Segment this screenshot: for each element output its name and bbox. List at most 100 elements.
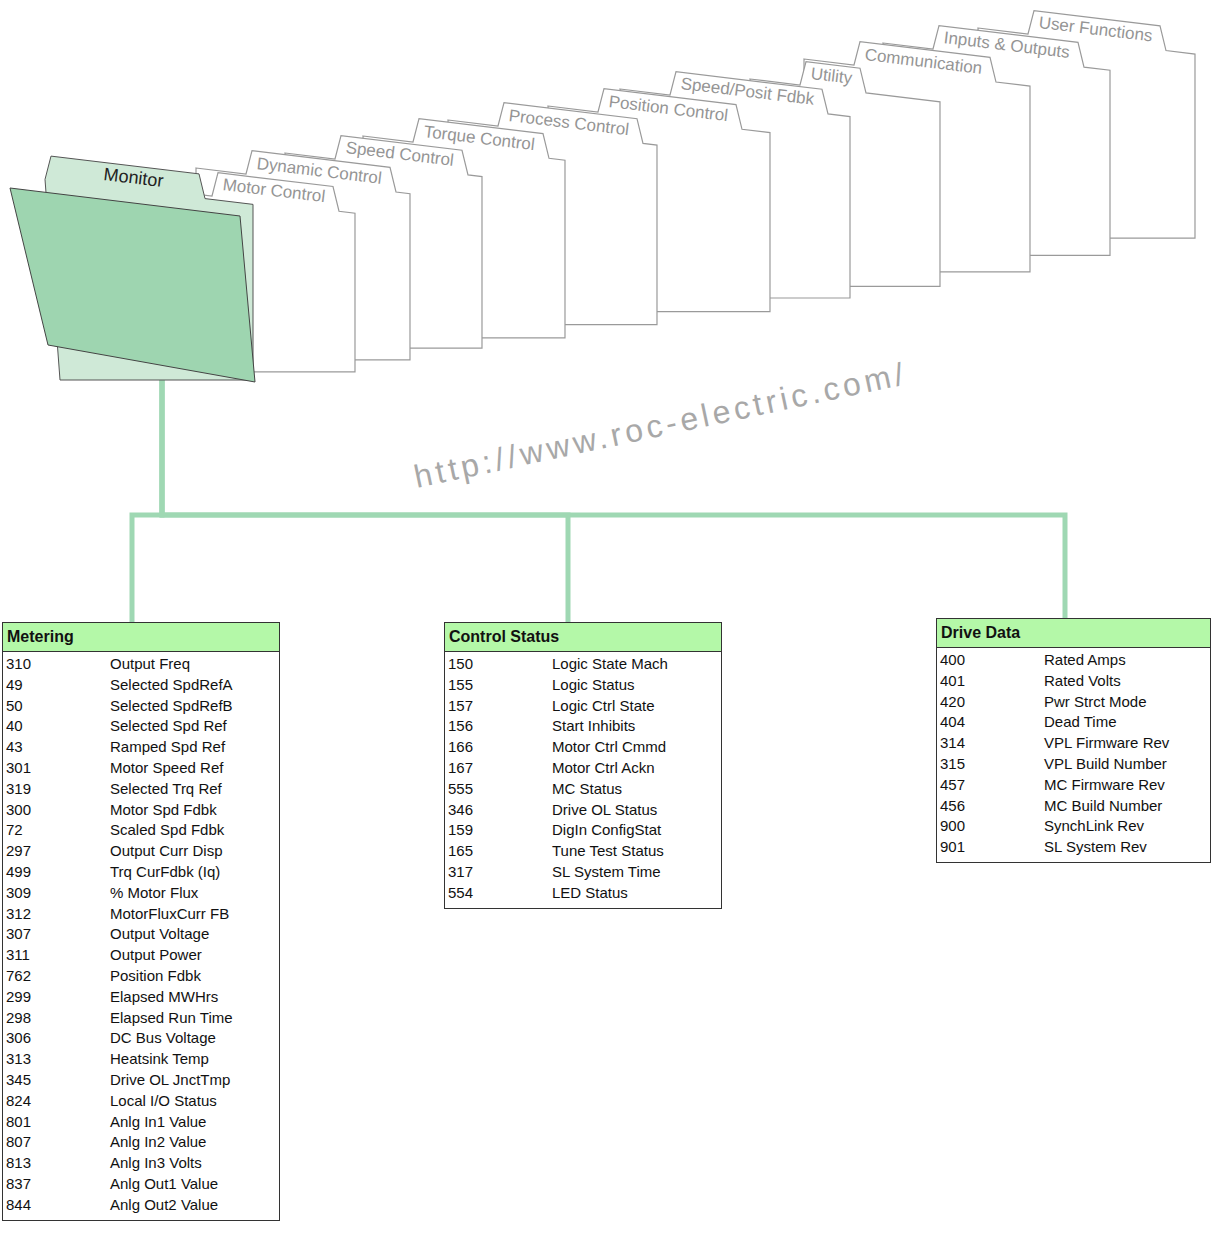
parameter-name: Anlg In2 Value: [110, 1132, 279, 1153]
parameter-number: 554: [448, 883, 552, 904]
parameter-name: Rated Amps: [1044, 650, 1210, 671]
parameter-number: 167: [448, 758, 552, 779]
parameter-number: 157: [448, 696, 552, 717]
parameter-number: 43: [6, 737, 110, 758]
parameter-name: VPL Build Number: [1044, 754, 1210, 775]
parameter-number: 166: [448, 737, 552, 758]
parameter-name: Position Fdbk: [110, 966, 279, 987]
parameter-number: 813: [6, 1153, 110, 1174]
parameter-number: 307: [6, 924, 110, 945]
parameter-name: Anlg In1 Value: [110, 1112, 279, 1133]
parameter-name: Drive OL Status: [552, 800, 721, 821]
parameter-table: Drive Data400Rated Amps401Rated Volts420…: [936, 618, 1211, 863]
parameter-number: 150: [448, 654, 552, 675]
parameter-number: 301: [6, 758, 110, 779]
table-rows: 400Rated Amps401Rated Volts420Pwr Strct …: [937, 648, 1210, 862]
parameter-number: 801: [6, 1112, 110, 1133]
parameter-name: Dead Time: [1044, 712, 1210, 733]
parameter-name: Rated Volts: [1044, 671, 1210, 692]
parameter-number: 837: [6, 1174, 110, 1195]
parameter-number: 345: [6, 1070, 110, 1091]
parameter-name: DigIn ConfigStat: [552, 820, 721, 841]
parameter-number: 457: [940, 775, 1044, 796]
parameter-number: 313: [6, 1049, 110, 1070]
parameter-name: Elapsed Run Time: [110, 1008, 279, 1029]
table-heading: Drive Data: [937, 619, 1210, 648]
parameter-name: Anlg Out2 Value: [110, 1195, 279, 1216]
parameter-number: 901: [940, 837, 1044, 858]
parameter-number: 762: [6, 966, 110, 987]
table-heading: Control Status: [445, 623, 721, 652]
parameter-name: % Motor Flux: [110, 883, 279, 904]
parameter-name: VPL Firmware Rev: [1044, 733, 1210, 754]
parameter-number: 401: [940, 671, 1044, 692]
parameter-name: Tune Test Status: [552, 841, 721, 862]
parameter-number: 40: [6, 716, 110, 737]
parameter-number: 555: [448, 779, 552, 800]
parameter-name: Motor Spd Fdbk: [110, 800, 279, 821]
parameter-name: Scaled Spd Fdbk: [110, 820, 279, 841]
table-rows: 310Output Freq49Selected SpdRefA50Select…: [3, 652, 279, 1220]
parameter-number: 309: [6, 883, 110, 904]
parameter-number: 315: [940, 754, 1044, 775]
parameter-name: SL System Rev: [1044, 837, 1210, 858]
parameter-number: 50: [6, 696, 110, 717]
parameter-name: MC Build Number: [1044, 796, 1210, 817]
table-rows: 150Logic State Mach155Logic Status157Log…: [445, 652, 721, 908]
parameter-name: Heatsink Temp: [110, 1049, 279, 1070]
connector-line: [162, 366, 1065, 618]
connector-line: [162, 366, 568, 622]
parameter-name: SynchLink Rev: [1044, 816, 1210, 837]
parameter-number: 456: [940, 796, 1044, 817]
parameter-number: 824: [6, 1091, 110, 1112]
parameter-name: Motor Speed Ref: [110, 758, 279, 779]
parameter-name: Motor Ctrl Ackn: [552, 758, 721, 779]
parameter-name: Pwr Strct Mode: [1044, 692, 1210, 713]
parameter-name: MotorFluxCurr FB: [110, 904, 279, 925]
parameter-name: Selected SpdRefB: [110, 696, 279, 717]
parameter-name: Local I/O Status: [110, 1091, 279, 1112]
parameter-name: DC Bus Voltage: [110, 1028, 279, 1049]
parameter-number: 807: [6, 1132, 110, 1153]
parameter-name: Logic Ctrl State: [552, 696, 721, 717]
folder-open: Monitor: [8, 150, 258, 366]
parameter-number: 400: [940, 650, 1044, 671]
parameter-number: 314: [940, 733, 1044, 754]
parameter-number: 499: [6, 862, 110, 883]
parameter-number: 299: [6, 987, 110, 1008]
parameter-number: 346: [448, 800, 552, 821]
parameter-number: 49: [6, 675, 110, 696]
parameter-name: Logic Status: [552, 675, 721, 696]
parameter-name: MC Status: [552, 779, 721, 800]
parameter-name: Output Power: [110, 945, 279, 966]
parameter-name: Selected Trq Ref: [110, 779, 279, 800]
folder-front: [10, 188, 255, 382]
parameter-number: 310: [6, 654, 110, 675]
connector-line: [132, 366, 162, 622]
parameter-name: Anlg Out1 Value: [110, 1174, 279, 1195]
parameter-name: Selected SpdRefA: [110, 675, 279, 696]
parameter-name: Elapsed MWHrs: [110, 987, 279, 1008]
parameter-name: Ramped Spd Ref: [110, 737, 279, 758]
watermark: http://www.roc-electric.com/: [409, 406, 912, 444]
parameter-number: 159: [448, 820, 552, 841]
parameter-number: 311: [6, 945, 110, 966]
parameter-number: 300: [6, 800, 110, 821]
parameter-name: SL System Time: [552, 862, 721, 883]
parameter-name: Output Voltage: [110, 924, 279, 945]
watermark-text: http://www.roc-electric.com/: [410, 354, 910, 496]
parameter-name: Trq CurFdbk (Iq): [110, 862, 279, 883]
parameter-number: 317: [448, 862, 552, 883]
parameter-name: Output Freq: [110, 654, 279, 675]
parameter-number: 155: [448, 675, 552, 696]
parameter-number: 420: [940, 692, 1044, 713]
parameter-number: 319: [6, 779, 110, 800]
parameter-name: Logic State Mach: [552, 654, 721, 675]
parameter-number: 298: [6, 1008, 110, 1029]
parameter-table: Control Status150Logic State Mach155Logi…: [444, 622, 722, 909]
parameter-name: Motor Ctrl Cmmd: [552, 737, 721, 758]
parameter-name: Start Inhibits: [552, 716, 721, 737]
parameter-number: 844: [6, 1195, 110, 1216]
parameter-name: Anlg In3 Volts: [110, 1153, 279, 1174]
